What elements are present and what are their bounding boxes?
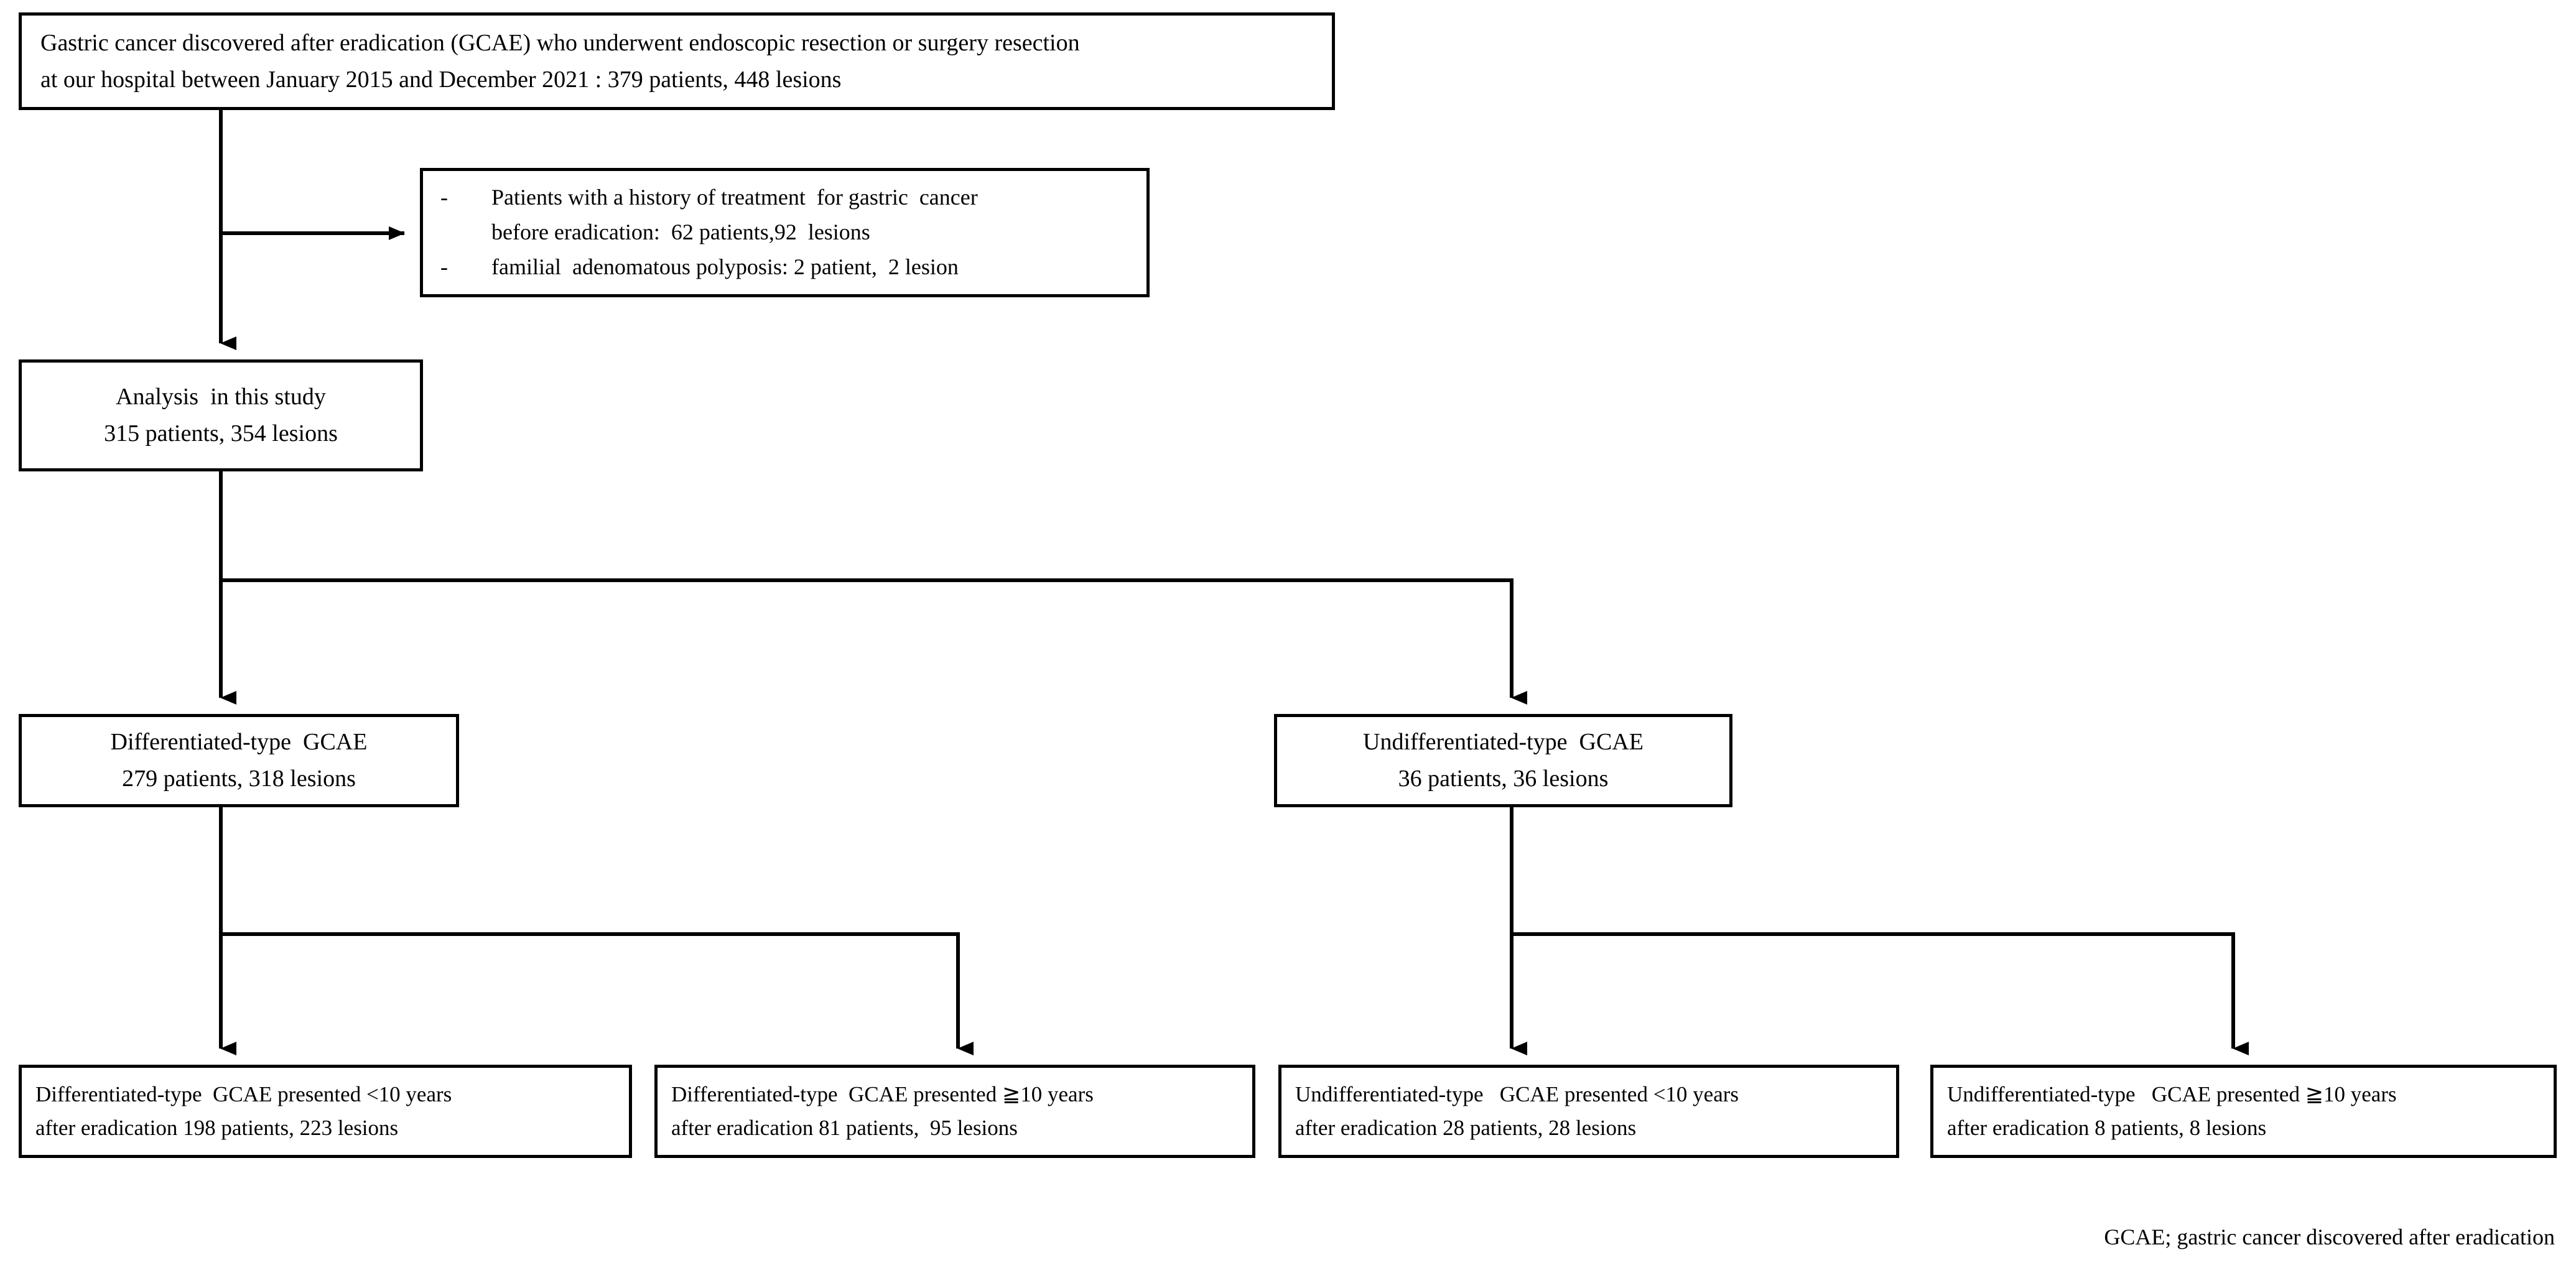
undiff-lt10-line-1: Undifferentiated-type GCAE presented <10… <box>1295 1082 1739 1106</box>
abbreviation-footnote: GCAE; gastric cancer discovered after er… <box>2104 1225 2555 1249</box>
undifferentiated-line-1: Undifferentiated-type GCAE <box>1363 729 1644 756</box>
node-enrollment: Gastric cancer discovered after eradicat… <box>19 12 1335 110</box>
node-differentiated-ge-10-years: Differentiated-type GCAE presented ≧10 y… <box>654 1065 1255 1158</box>
diff-ge10-line-2: after eradication 81 patients, 95 lesion… <box>671 1116 1018 1140</box>
undiff-lt10-line-2: after eradication 28 patients, 28 lesion… <box>1295 1116 1637 1140</box>
undiff-ge10-line-2: after eradication 8 patients, 8 lesions <box>1947 1116 2267 1140</box>
node-undifferentiated-gcae: Undifferentiated-type GCAE 36 patients, … <box>1274 714 1732 807</box>
undiff-ge10-line-1: Undifferentiated-type GCAE presented ≧10… <box>1947 1082 2397 1106</box>
exclusion-1-line-2: before eradication: 62 patients,92 lesio… <box>491 220 870 245</box>
diff-lt10-line-1: Differentiated-type GCAE presented <10 y… <box>35 1082 452 1106</box>
bullet-dash-icon: - <box>440 185 448 210</box>
undifferentiated-line-2: 36 patients, 36 lesions <box>1398 766 1609 792</box>
node-differentiated-lt-10-years: Differentiated-type GCAE presented <10 y… <box>19 1065 632 1158</box>
node-differentiated-gcae: Differentiated-type GCAE 279 patients, 3… <box>19 714 459 807</box>
exclusion-item-fap-text: familial adenomatous polyposis: 2 patien… <box>491 250 1146 285</box>
enrollment-line-1: Gastric cancer discovered after eradicat… <box>40 29 1080 56</box>
analysis-line-1: Analysis in this study <box>116 384 326 410</box>
exclusion-1-line-1: Patients with a history of treatment for… <box>491 185 978 210</box>
exclusion-2-line-1: familial adenomatous polyposis: 2 patien… <box>491 254 959 279</box>
analysis-line-2: 315 patients, 354 lesions <box>104 420 338 447</box>
diff-ge10-line-1: Differentiated-type GCAE presented ≧10 y… <box>671 1082 1094 1106</box>
exclusion-item-fap: - familial adenomatous polyposis: 2 pati… <box>440 250 1146 285</box>
exclusion-item-prior-treatment: - Patients with a history of treatment f… <box>440 180 1146 250</box>
exclusion-item-prior-treatment-text: Patients with a history of treatment for… <box>491 180 1146 250</box>
differentiated-line-2: 279 patients, 318 lesions <box>122 766 356 792</box>
node-undifferentiated-ge-10-years: Undifferentiated-type GCAE presented ≧10… <box>1930 1065 2557 1158</box>
node-exclusions: - Patients with a history of treatment f… <box>420 168 1150 297</box>
node-undifferentiated-lt-10-years: Undifferentiated-type GCAE presented <10… <box>1278 1065 1899 1158</box>
differentiated-line-1: Differentiated-type GCAE <box>110 729 368 756</box>
diff-lt10-line-2: after eradication 198 patients, 223 lesi… <box>35 1116 399 1140</box>
bullet-dash-icon: - <box>440 254 448 279</box>
node-analysis-population: Analysis in this study 315 patients, 354… <box>19 359 423 471</box>
enrollment-line-2: at our hospital between January 2015 and… <box>40 66 842 93</box>
